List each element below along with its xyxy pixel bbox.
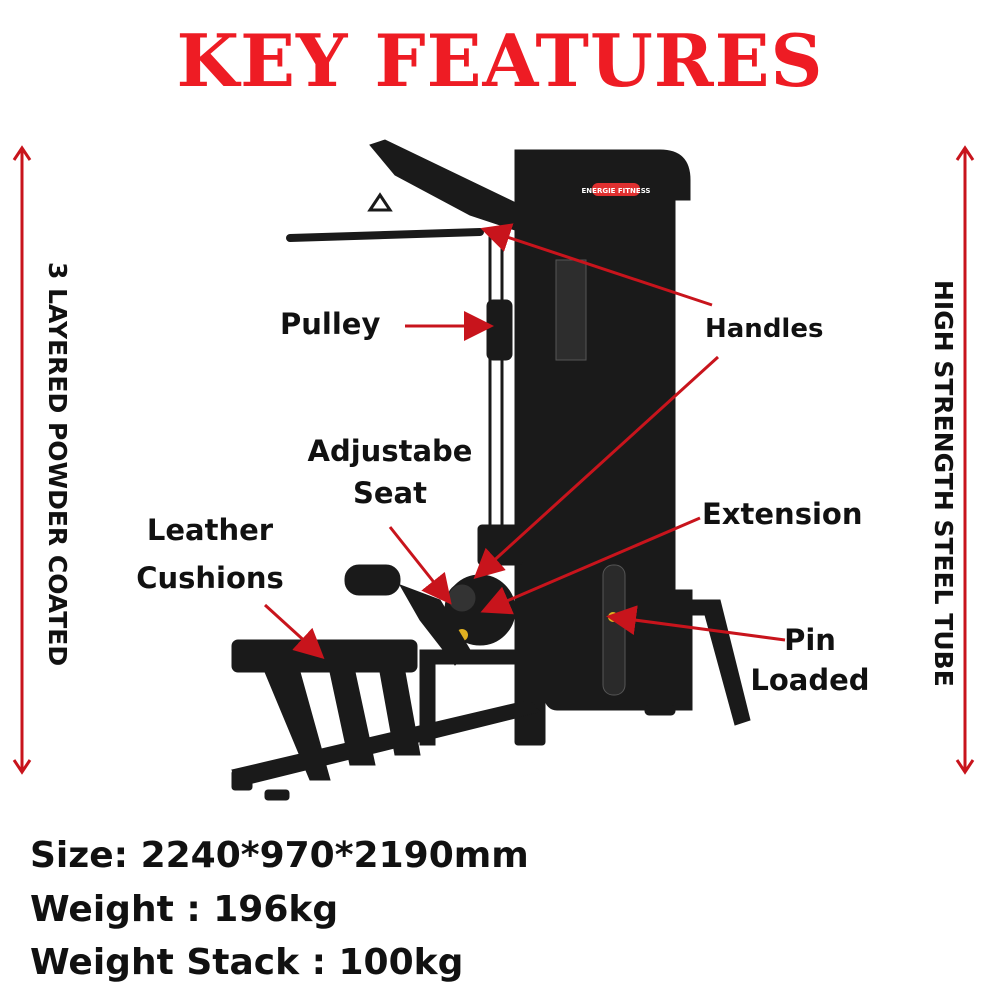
- spec-weight: Weight : 196kg: [30, 889, 339, 930]
- label-pin-line2: Loaded: [750, 663, 870, 697]
- handles-arrow-top: [480, 223, 713, 307]
- extension-arrow: [480, 516, 701, 615]
- seat-arrow: [388, 526, 452, 605]
- svg-text:ENERGIE FITNESS: ENERGIE FITNESS: [582, 187, 651, 195]
- pin-arrow: [606, 605, 786, 642]
- spec-weight-stack: Weight Stack : 100kg: [30, 942, 464, 983]
- brand-logo: ENERGIE FITNESS: [582, 183, 651, 196]
- right-feature-text: HIGH STRENGTH STEEL TUBE: [929, 280, 958, 687]
- label-leather-cushions: Leather Cushions: [125, 506, 295, 602]
- label-adjustable-seat: Adjustabe Seat: [300, 430, 480, 514]
- spec-size: Size: 2240*970*2190mm: [30, 835, 529, 876]
- label-pin-loaded: Pin Loaded: [750, 620, 870, 700]
- lat-pulldown-machine: [231, 139, 751, 801]
- page-title: KEY FEATURES: [176, 18, 824, 103]
- label-pulley: Pulley: [280, 307, 381, 341]
- label-handles: Handles: [705, 314, 824, 344]
- label-pin-line1: Pin: [784, 623, 836, 657]
- label-cushions-line2: Cushions: [136, 561, 284, 595]
- label-extension: Extension: [702, 497, 863, 531]
- label-cushions-line1: Leather: [146, 513, 274, 547]
- cushions-arrow: [263, 603, 325, 660]
- label-seat-line1: Adjustabe: [307, 434, 473, 468]
- left-feature-text: 3 LAYERED POWDER COATED: [43, 262, 72, 667]
- handles-arrow-bottom: [473, 355, 720, 580]
- right-height-arrow: [955, 145, 975, 775]
- label-seat-line2: Seat: [353, 476, 427, 510]
- left-height-arrow: [12, 145, 32, 775]
